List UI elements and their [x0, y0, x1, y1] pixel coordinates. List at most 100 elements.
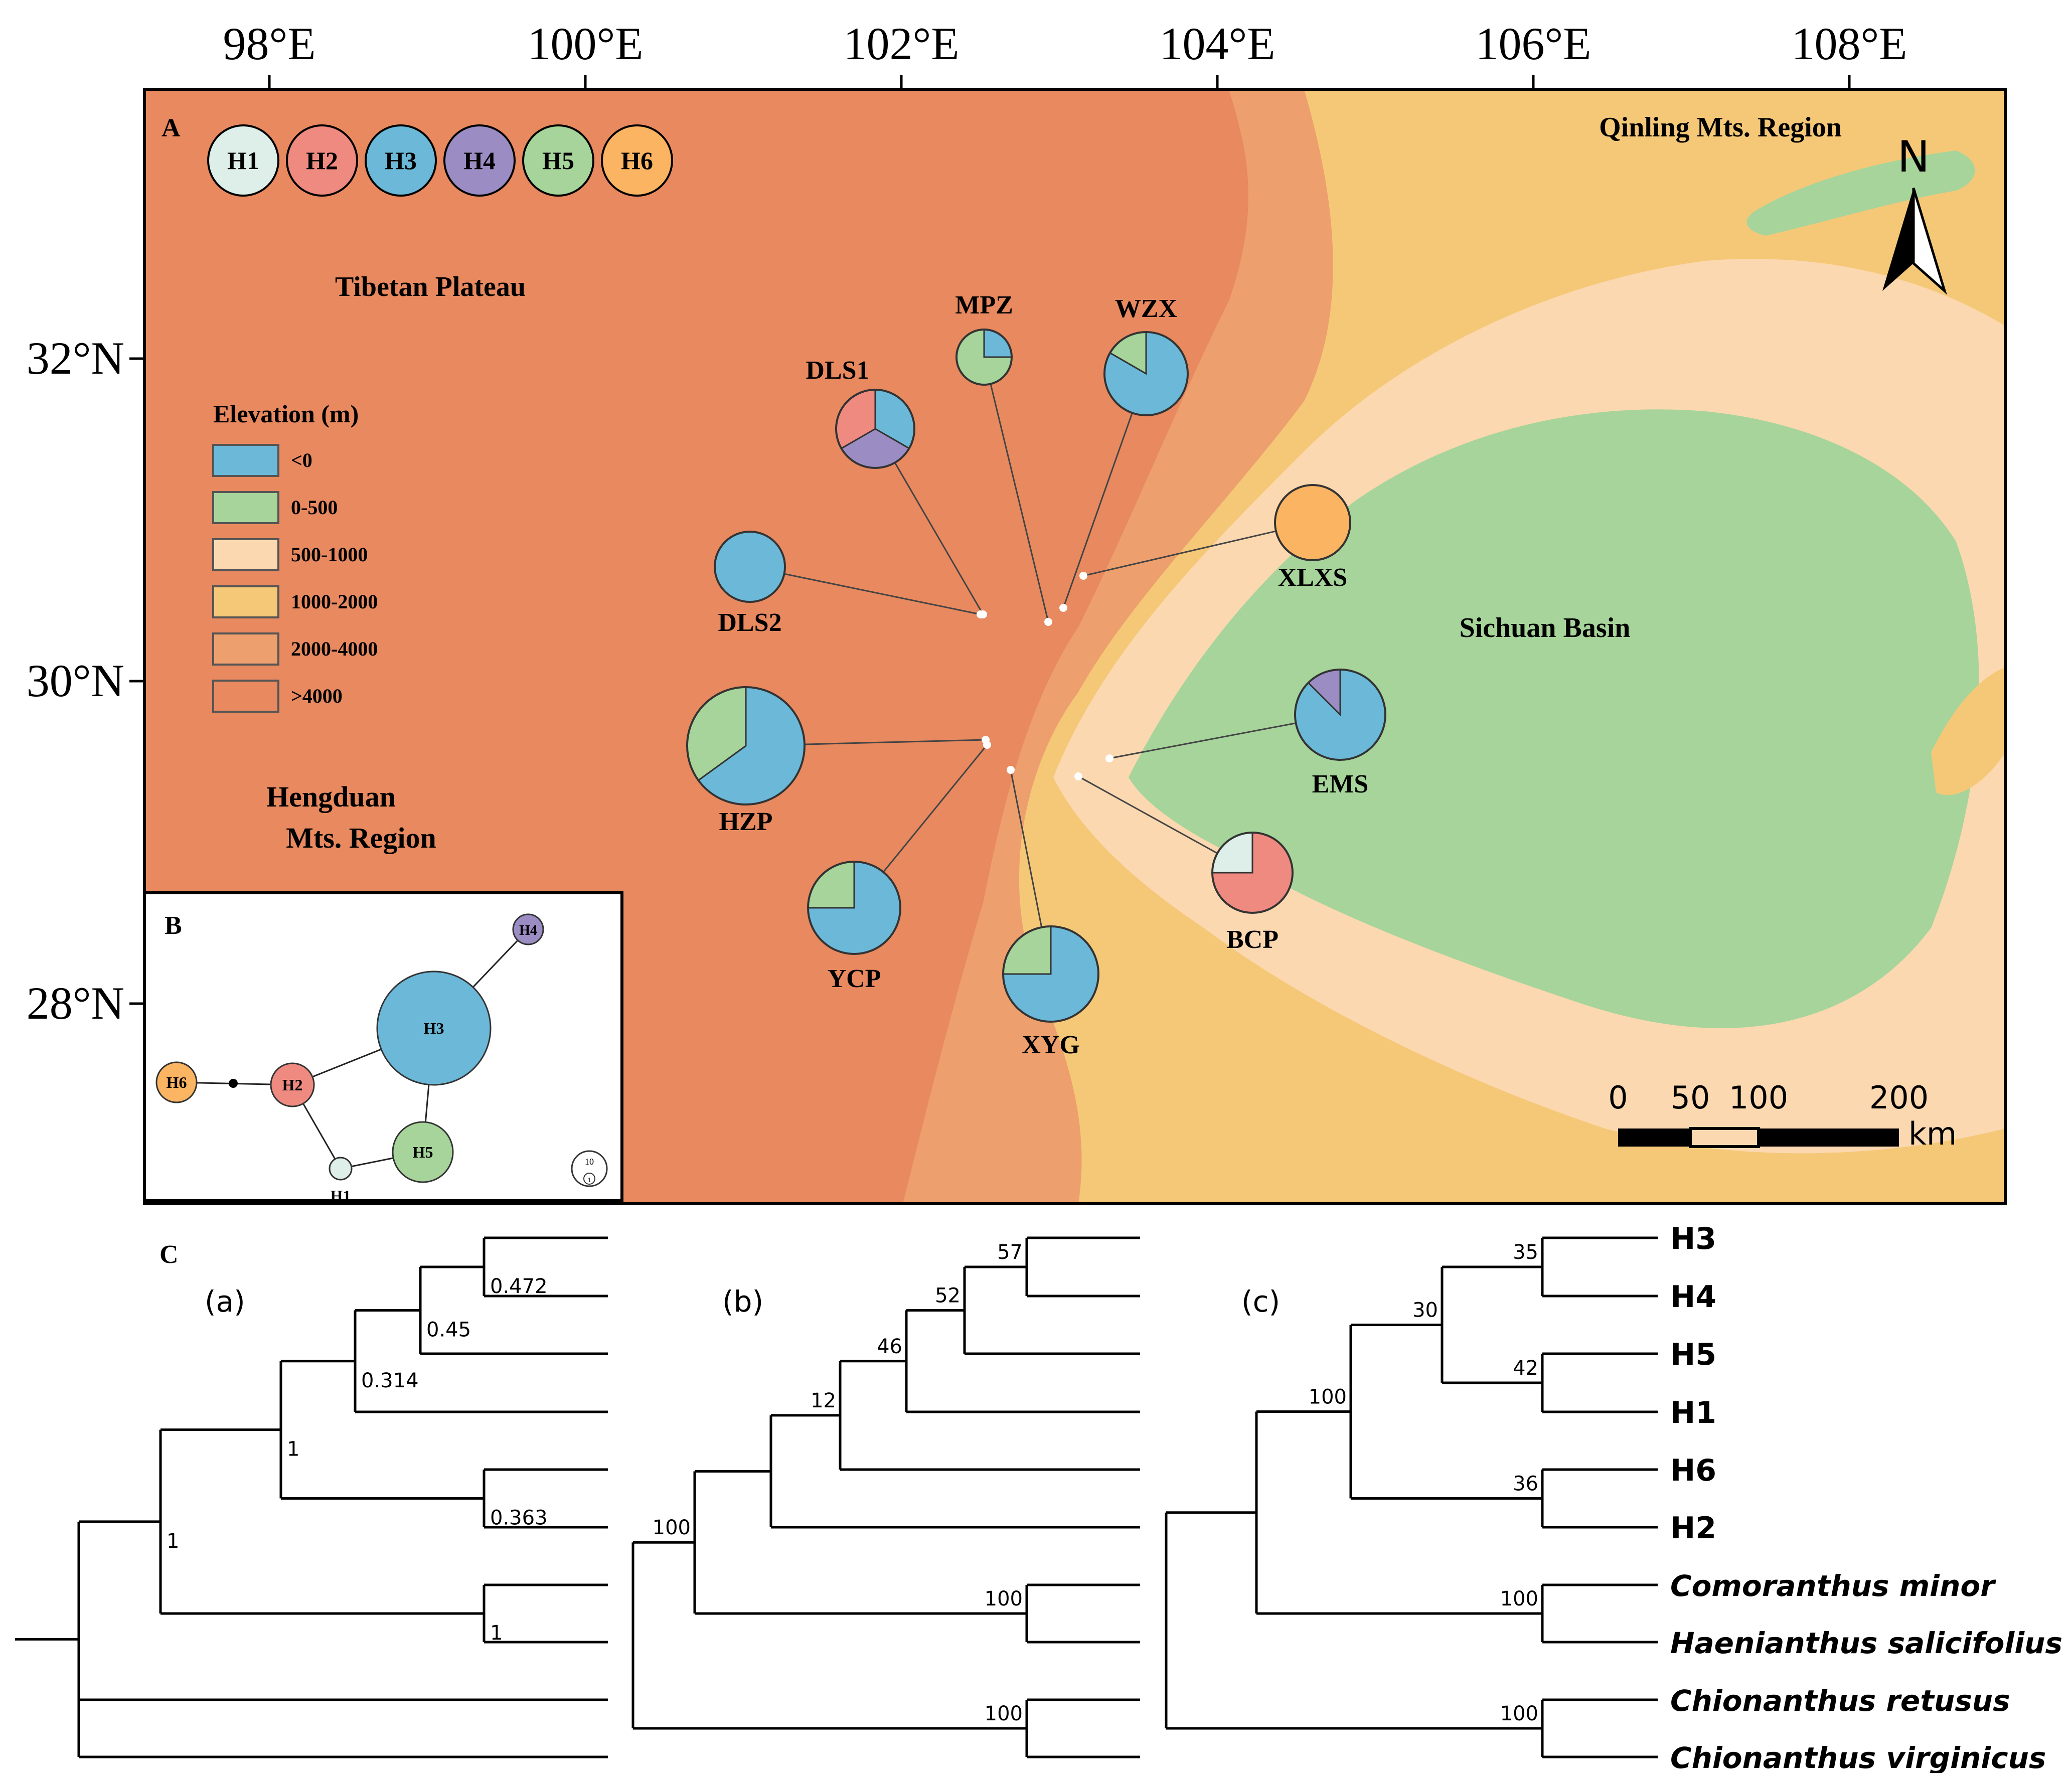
- latitude-ticks: 32°N30°N28°N: [27, 333, 144, 1029]
- tree-b-label: (b): [722, 1284, 763, 1319]
- elevation-legend: Elevation (m) <0 0-500 500-1000 1000-2000 20…: [212, 400, 378, 713]
- population-dls2: DLS2: [714, 531, 985, 637]
- elevation-legend-item: 2000-4000: [212, 632, 378, 666]
- svg-text:H4: H4: [519, 923, 537, 938]
- legend-haplotype-h2: H2: [286, 124, 358, 197]
- legend-haplotype-h3: H3: [365, 124, 437, 197]
- population-label: XYG: [1022, 1031, 1080, 1059]
- support-value: 100: [1500, 1587, 1538, 1610]
- pie-slice-h6: [1275, 485, 1350, 560]
- support-value: 12: [811, 1389, 836, 1412]
- pie-outline: [714, 531, 786, 603]
- scale-label-0: 0: [1608, 1079, 1628, 1116]
- population-wzx: WZX: [1059, 294, 1189, 612]
- support-value: 1: [287, 1438, 299, 1461]
- tree-c-tip-label: Comoranthus minor: [1670, 1569, 1996, 1603]
- median-vector-node: [229, 1079, 238, 1088]
- support-value: 0.472: [490, 1275, 548, 1298]
- support-value: 100: [1309, 1386, 1347, 1409]
- elevation-legend-item: 500-1000: [212, 538, 368, 571]
- pie-outline: [1294, 669, 1386, 761]
- sampling-site: [1105, 754, 1113, 762]
- svg-text:H3: H3: [385, 146, 417, 175]
- svg-text:H2: H2: [306, 146, 338, 175]
- population-label: YCP: [828, 964, 881, 993]
- population-dls1: DLS1: [806, 356, 987, 618]
- scale-segment-2: [1689, 1127, 1760, 1148]
- pie-outline: [1002, 925, 1099, 1023]
- svg-text:>4000: >4000: [291, 685, 343, 707]
- scale-label-50: 50: [1671, 1079, 1710, 1116]
- population-ycp: YCP: [807, 741, 991, 993]
- population-label: BCP: [1226, 925, 1279, 954]
- support-value: 35: [1513, 1241, 1538, 1264]
- support-value: 30: [1412, 1299, 1438, 1322]
- legend-haplotype-h4: H4: [443, 124, 516, 197]
- support-value: 0.314: [361, 1369, 419, 1392]
- legend-haplotype-h1: H1: [207, 124, 279, 197]
- pie-outline: [1274, 484, 1351, 561]
- elevation-legend-title: Elevation (m): [213, 400, 359, 428]
- leader-line: [882, 744, 988, 873]
- sampling-site: [1074, 772, 1082, 780]
- sampling-site: [1059, 604, 1067, 612]
- support-value: 52: [935, 1284, 961, 1308]
- scale-label-100: 100: [1729, 1079, 1788, 1116]
- elevation-legend-item: 0-500: [212, 491, 338, 524]
- pie-outline: [807, 861, 901, 955]
- leader-line: [894, 462, 984, 615]
- elevation-legend-item: 1000-2000: [212, 585, 378, 618]
- trees-panel: C (a) (b) (c) 0.4720.450.31410.363115752…: [15, 1221, 2062, 1773]
- population-mpz: MPZ: [955, 291, 1052, 626]
- tree-c-tip-label: Chionanthus virginicus: [1670, 1741, 2046, 1773]
- tree-a-label: (a): [205, 1284, 245, 1319]
- lat-tick-label: 30°N: [27, 655, 124, 706]
- north-arrow: N: [1882, 132, 1947, 295]
- network-node-h2: H2: [270, 1062, 315, 1107]
- elevation-legend-item: >4000: [212, 680, 343, 713]
- svg-text:<0: <0: [291, 449, 312, 471]
- leader-line: [1010, 769, 1043, 928]
- legend-haplotype-h5: H5: [522, 124, 594, 197]
- tree-c-tip-label: H1: [1670, 1395, 1716, 1430]
- panel-label-c: C: [160, 1240, 179, 1269]
- sampling-site: [1007, 766, 1015, 774]
- region-label-hengduan-line1: Hengduan: [266, 780, 396, 813]
- support-value: 100: [1500, 1702, 1538, 1725]
- qinling-valley-lowland: [1746, 150, 1975, 236]
- network-node-h4: H4: [512, 913, 544, 945]
- size-key-label-small: 1: [588, 1177, 591, 1184]
- leader-line: [990, 384, 1049, 622]
- support-value: 1: [167, 1530, 179, 1553]
- leader-line: [804, 739, 986, 745]
- leader-line: [784, 573, 981, 615]
- network-node-h6: H6: [155, 1061, 198, 1103]
- svg-text:1000-2000: 1000-2000: [291, 590, 378, 613]
- pie-slice-h3: [715, 532, 785, 602]
- scale-segment-3: [1759, 1129, 1899, 1147]
- lon-tick-label: 102°E: [844, 18, 960, 69]
- tree-c-tip-label: Chionanthus retusus: [1670, 1684, 2010, 1718]
- svg-text:H3: H3: [424, 1019, 444, 1037]
- scale-segment-1: [1618, 1129, 1690, 1147]
- region-label-qinling: Qinling Mts. Region: [1599, 112, 1842, 143]
- population-hzp: HZP: [686, 686, 990, 836]
- support-value: 100: [653, 1516, 691, 1539]
- tree-c-tip-label: H5: [1670, 1337, 1716, 1372]
- pie-outline: [955, 329, 1013, 386]
- lat-tick-label: 32°N: [27, 333, 124, 384]
- north-label: N: [1897, 132, 1930, 182]
- pie-outline: [686, 686, 806, 805]
- leader-line: [1078, 775, 1218, 854]
- svg-text:H6: H6: [167, 1073, 187, 1091]
- scale-label-200: 200: [1869, 1079, 1929, 1116]
- legend-haplotype-h6: H6: [601, 124, 673, 197]
- support-value: 1: [490, 1622, 503, 1645]
